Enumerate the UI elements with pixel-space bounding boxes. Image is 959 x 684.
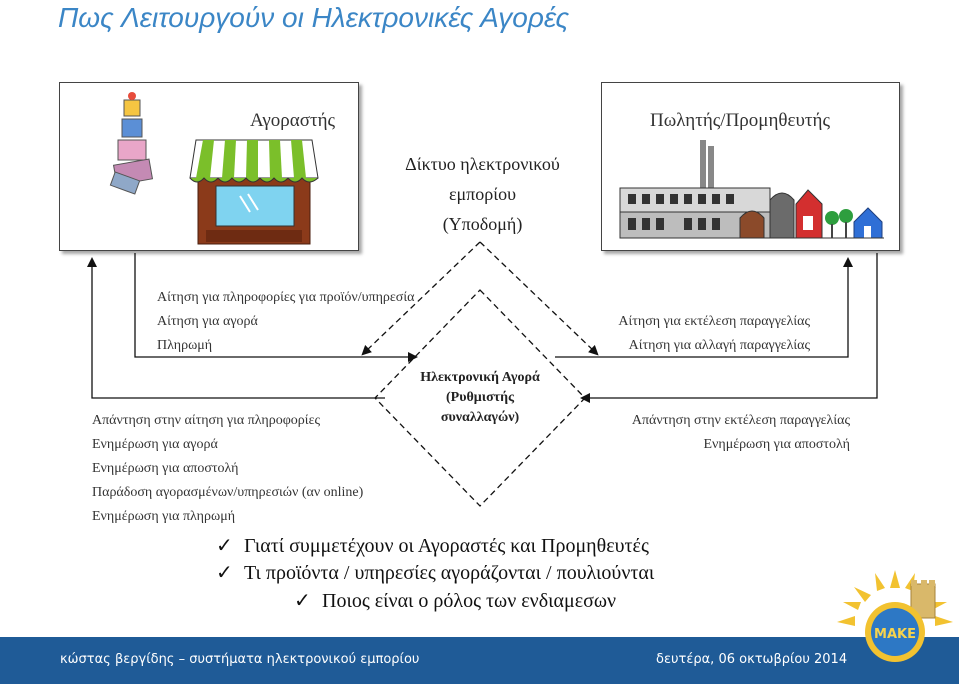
check-icon: ✓ bbox=[216, 562, 233, 584]
gift-stack-icon bbox=[109, 92, 154, 195]
check-icon: ✓ bbox=[216, 535, 233, 557]
list-item: Αίτηση για εκτέλεση παραγγελίας bbox=[618, 314, 810, 329]
list-item: Παράδοση αγορασμένων/υπηρεσιών (αν onlin… bbox=[92, 485, 364, 500]
factory-farm-icon bbox=[619, 140, 884, 239]
question-text: Τι προϊόντα / υπηρεσίες αγοράζονται / πο… bbox=[244, 562, 655, 584]
footer-date: δευτέρα, 06 οκτωβρίου 2014 bbox=[656, 652, 848, 667]
check-icon: ✓ bbox=[294, 590, 311, 612]
buyer-responses: Απάντηση στην αίτηση για πληροφορίες Ενη… bbox=[92, 409, 363, 529]
flow-arrows bbox=[87, 253, 878, 403]
network-line1: Δίκτυο ηλεκτρονικού bbox=[405, 154, 560, 174]
list-item: Ενημέρωση για αποστολή bbox=[703, 437, 850, 452]
question-2: ✓ Τι προϊόντα / υπηρεσίες αγοράζονται / π… bbox=[216, 560, 654, 585]
market-label: Ηλεκτρονική Αγορά (Ρυθμιστής συναλλαγών) bbox=[405, 368, 555, 428]
list-item: Ενημέρωση για πληρωμή bbox=[92, 509, 236, 524]
list-item: Αίτηση για αλλαγή παραγγελίας bbox=[628, 338, 810, 353]
list-item: Ενημέρωση για αγορά bbox=[92, 437, 218, 452]
question-3: ✓ Ποιος είναι ο ρόλος των ενδιαμεσων bbox=[294, 588, 616, 613]
list-item: Ενημέρωση για αποστολή bbox=[92, 461, 239, 476]
question-text: Ποιος είναι ο ρόλος των ενδιαμεσων bbox=[322, 590, 617, 612]
list-item: Πληρωμή bbox=[157, 338, 213, 353]
network-dashed-lines bbox=[361, 241, 599, 356]
list-item: Απάντηση στην εκτέλεση παραγγελίας bbox=[631, 413, 850, 428]
market-line1: Ηλεκτρονική Αγορά bbox=[420, 370, 540, 385]
seller-requests: Αίτηση για εκτέλεση παραγγελίας Αίτηση γ… bbox=[590, 310, 810, 358]
network-line2: εμπορίου bbox=[448, 184, 517, 204]
list-item: Αίτηση για πληροφορίες για προϊόν/υπηρεσ… bbox=[157, 290, 415, 305]
market-line3: συναλλαγών) bbox=[440, 410, 520, 425]
footer-author: κώστας βεργίδης – συστήματα ηλεκτρονικού… bbox=[60, 652, 420, 667]
market-line2: (Ρυθμιστής bbox=[446, 390, 514, 405]
network-line3: (Υποδομή) bbox=[442, 214, 523, 234]
list-item: Απάντηση στην αίτηση για πληροφορίες bbox=[92, 413, 320, 428]
network-label: Δίκτυο ηλεκτρονικού εμπορίου (Υποδομή) bbox=[380, 149, 585, 239]
market-diamond bbox=[374, 289, 586, 507]
seller-responses: Απάντηση στην εκτέλεση παραγγελίας Ενημέ… bbox=[598, 409, 850, 457]
seller-label: Πωλητής/Προμηθευτής bbox=[650, 110, 830, 131]
footer-bar bbox=[0, 637, 959, 684]
shop-icon bbox=[189, 139, 319, 245]
page-title: Πως Λειτουργούν οι Ηλεκτρονικές Αγορές bbox=[58, 2, 570, 33]
question-1: ✓ Γιατί συμμετέχουν οι Αγοραστές και Προμ… bbox=[216, 533, 649, 558]
list-item: Αίτηση για αγορά bbox=[157, 314, 258, 329]
question-text: Γιατί συμμετέχουν οι Αγοραστές και Προμη… bbox=[244, 535, 649, 557]
buyer-label: Αγοραστής bbox=[250, 110, 336, 131]
buyer-requests: Αίτηση για πληροφορίες για προϊόν/υπηρεσ… bbox=[157, 286, 414, 358]
